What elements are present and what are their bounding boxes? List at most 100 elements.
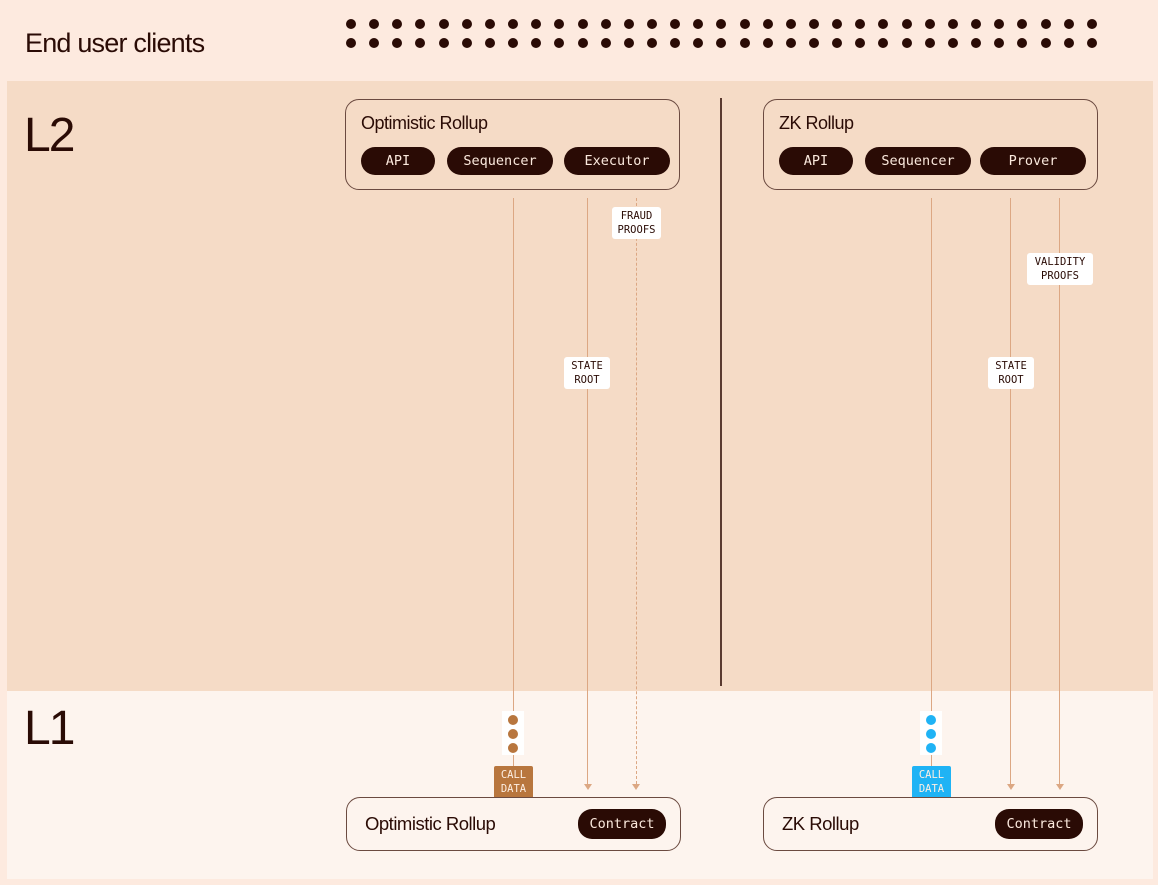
zk-state-root-line bbox=[1010, 198, 1011, 784]
l2-layer-label: L2 bbox=[24, 109, 75, 162]
client-dot-icon bbox=[1040, 19, 1051, 29]
calldata-dot-icon bbox=[926, 743, 936, 753]
zk-rollup-l2-box: ZK Rollup API Sequencer Prover bbox=[763, 99, 1098, 190]
optimistic-rollup-l2-box: Optimistic Rollup API Sequencer Executor bbox=[345, 99, 680, 190]
optimistic-rollup-l1-box: Optimistic Rollup Contract bbox=[346, 797, 681, 851]
client-dot-icon bbox=[623, 19, 634, 29]
calldata-dot-icon bbox=[508, 743, 518, 753]
client-dot-icon bbox=[1063, 38, 1074, 48]
calldata-dot-icon bbox=[926, 715, 936, 725]
client-dot-icon bbox=[947, 38, 958, 48]
rollup-divider bbox=[720, 98, 722, 686]
client-dot-icon bbox=[693, 19, 704, 29]
zk-api-pill[interactable]: API bbox=[779, 147, 853, 175]
zk-validity-proofs-line bbox=[1059, 198, 1060, 784]
client-dot-icon bbox=[1017, 38, 1028, 48]
client-dot-icon bbox=[901, 19, 912, 29]
optimistic-contract-pill[interactable]: Contract bbox=[578, 809, 666, 839]
client-dot-icon bbox=[878, 38, 889, 48]
optimistic-rollup-title: Optimistic Rollup bbox=[361, 113, 488, 133]
client-dot-icon bbox=[855, 38, 866, 48]
client-dot-icon bbox=[924, 38, 935, 48]
client-dot-icon bbox=[508, 19, 519, 29]
client-dot-icon bbox=[994, 38, 1005, 48]
client-dot-icon bbox=[832, 19, 843, 29]
client-dot-icon bbox=[554, 19, 565, 29]
client-dot-icon bbox=[484, 19, 495, 29]
client-dot-icon bbox=[531, 38, 542, 48]
end-user-clients-dots bbox=[346, 18, 1106, 50]
client-dot-icon bbox=[1063, 19, 1074, 29]
zk-rollup-l1-box: ZK Rollup Contract bbox=[763, 797, 1098, 851]
client-dot-icon bbox=[832, 38, 843, 48]
optimistic-sequencer-pill[interactable]: Sequencer bbox=[447, 147, 553, 175]
client-dot-icon bbox=[577, 38, 588, 48]
client-dot-icon bbox=[947, 19, 958, 29]
client-dot-icon bbox=[415, 38, 426, 48]
client-dot-icon bbox=[855, 19, 866, 29]
optimistic-state-root-tag: STATE ROOT bbox=[564, 357, 610, 389]
l1-layer-label: L1 bbox=[24, 702, 75, 755]
client-dot-icon bbox=[531, 19, 542, 29]
calldata-dot-icon bbox=[508, 715, 518, 725]
calldata-dot-icon bbox=[926, 729, 936, 739]
optimistic-calldata-line bbox=[513, 198, 514, 766]
fraud-proofs-tag: FRAUD PROOFS bbox=[612, 207, 661, 239]
zk-validity-proofs-arrow-icon bbox=[1056, 784, 1064, 790]
client-dot-icon bbox=[346, 19, 356, 29]
client-dot-icon bbox=[508, 38, 519, 48]
optimistic-calldata-dots bbox=[502, 711, 524, 755]
optimistic-fraud-proofs-arrow-icon bbox=[632, 784, 640, 790]
client-dot-icon bbox=[346, 38, 356, 48]
client-dot-icon bbox=[1040, 38, 1051, 48]
client-dot-icon bbox=[739, 38, 750, 48]
client-dot-icon bbox=[623, 38, 634, 48]
client-dot-icon bbox=[809, 38, 819, 48]
zk-calldata-line bbox=[931, 198, 932, 766]
zk-state-root-arrow-icon bbox=[1007, 784, 1015, 790]
client-dot-icon bbox=[785, 38, 796, 48]
client-dot-icon bbox=[1017, 19, 1028, 29]
optimistic-state-root-arrow-icon bbox=[584, 784, 592, 790]
zk-rollup-title: ZK Rollup bbox=[779, 113, 854, 133]
client-dot-icon bbox=[369, 19, 380, 29]
client-dot-icon bbox=[438, 38, 449, 48]
client-dot-icon bbox=[716, 38, 727, 48]
client-dot-icon bbox=[762, 19, 773, 29]
optimistic-state-root-line bbox=[587, 198, 588, 784]
client-dot-icon bbox=[392, 38, 403, 48]
optimistic-api-pill[interactable]: API bbox=[361, 147, 435, 175]
zk-contract-pill[interactable]: Contract bbox=[995, 809, 1083, 839]
client-dot-icon bbox=[924, 19, 935, 29]
client-dot-icon bbox=[994, 19, 1005, 29]
client-dot-icon bbox=[739, 19, 750, 29]
client-dot-icon bbox=[809, 19, 819, 29]
client-dot-icon bbox=[461, 19, 472, 29]
zk-calldata-tag: CALL DATA bbox=[912, 766, 951, 798]
client-dot-icon bbox=[646, 38, 657, 48]
client-dot-icon bbox=[762, 38, 773, 48]
optimistic-executor-pill[interactable]: Executor bbox=[564, 147, 670, 175]
client-dot-icon bbox=[484, 38, 495, 48]
client-dot-icon bbox=[577, 19, 588, 29]
client-dot-icon bbox=[461, 38, 472, 48]
client-dot-icon bbox=[600, 19, 611, 29]
end-user-clients-title: End user clients bbox=[25, 28, 205, 58]
client-dot-icon bbox=[670, 19, 681, 29]
optimistic-calldata-tag: CALL DATA bbox=[494, 766, 533, 798]
client-dot-icon bbox=[1086, 38, 1097, 48]
client-dot-icon bbox=[554, 38, 565, 48]
zk-state-root-tag: STATE ROOT bbox=[988, 357, 1034, 389]
client-dot-icon bbox=[971, 19, 982, 29]
client-dot-icon bbox=[415, 19, 426, 29]
client-dot-icon bbox=[392, 19, 403, 29]
zk-prover-pill[interactable]: Prover bbox=[980, 147, 1086, 175]
zk-rollup-l1-title: ZK Rollup bbox=[782, 813, 859, 834]
zk-sequencer-pill[interactable]: Sequencer bbox=[865, 147, 971, 175]
client-dot-icon bbox=[785, 19, 796, 29]
client-dot-icon bbox=[670, 38, 681, 48]
optimistic-fraud-proofs-line bbox=[636, 198, 637, 784]
client-dot-icon bbox=[693, 38, 704, 48]
validity-proofs-tag: VALIDITY PROOFS bbox=[1027, 253, 1093, 285]
client-dot-icon bbox=[600, 38, 611, 48]
